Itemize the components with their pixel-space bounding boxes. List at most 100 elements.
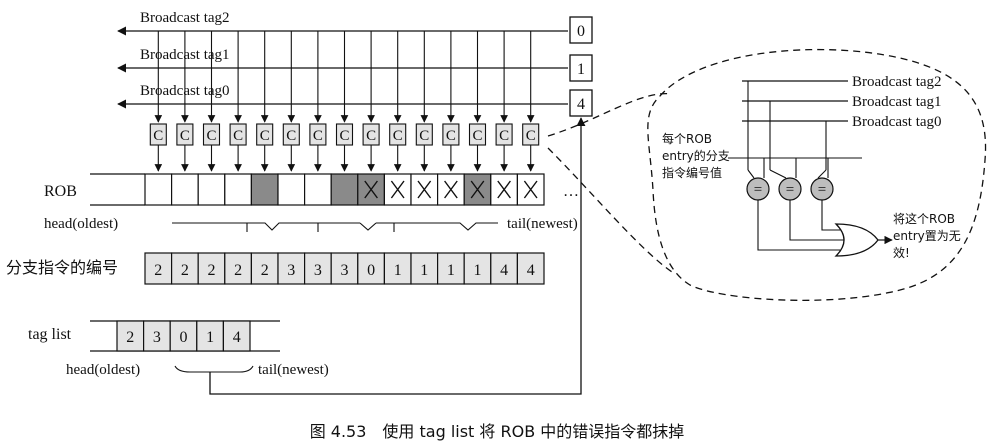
detail-tag0-label: Broadcast tag0 [852, 114, 942, 130]
zoom-callout [547, 48, 987, 301]
rob-braces [172, 222, 498, 232]
branch-id-cell [383, 252, 412, 285]
tag-list-tail-label: tail(newest) [258, 362, 329, 378]
broadcast-tag2-label: Broadcast tag2 [140, 10, 230, 26]
detail-tag1-label: Broadcast tag1 [852, 94, 942, 110]
branch-id-value: 3 [287, 262, 295, 279]
invalidated-mark [497, 180, 511, 199]
compare-label: C [313, 128, 323, 144]
tag-list-value: 3 [153, 329, 161, 346]
branch-id-cell [144, 252, 173, 285]
comparator-output-wire [757, 200, 840, 251]
compare-label: C [286, 128, 296, 144]
branch-id-cell [330, 252, 359, 285]
tag-list-head-label: head(oldest) [66, 362, 140, 378]
tag-list-cell [169, 320, 198, 352]
entry-text-line2: entry的分支 [662, 148, 730, 163]
branch-id-cell [516, 252, 545, 285]
compare-label: C [499, 128, 509, 144]
compare-label: C [260, 128, 270, 144]
detail-tap-to-comparator [769, 169, 787, 179]
tag-list-label: tag list [28, 326, 72, 343]
branch-id-value: 1 [447, 262, 455, 279]
figure-caption: 图 4.53 使用 tag list 将 ROB 中的错误指令都抹掉 [310, 422, 685, 441]
tag1-value: 1 [577, 61, 585, 78]
comparator-output-wire [821, 200, 840, 231]
invalidated-mark [364, 180, 378, 199]
or-gate [834, 223, 879, 257]
branch-id-value: 3 [341, 262, 349, 279]
tag-list-brace [174, 365, 254, 373]
compare-label: C [206, 128, 216, 144]
rob-entry [250, 173, 279, 206]
branch-id-value: 0 [367, 262, 375, 279]
rob-ellipsis: … [563, 183, 579, 200]
comparator-symbol: = [786, 182, 794, 198]
rob-entry [197, 173, 226, 206]
compare-label: C [153, 128, 163, 144]
rob-tail-label: tail(newest) [507, 216, 578, 232]
invalidated-mark [523, 180, 538, 199]
rob-entry [171, 173, 199, 206]
rob-entry [330, 173, 359, 206]
rob-label: ROB [44, 183, 77, 200]
tag-list-cell [222, 320, 251, 352]
compare-label: C [526, 128, 536, 144]
branch-id-value: 2 [181, 262, 189, 279]
comparator-output-wire [789, 200, 844, 241]
branch-id-label: 分支指令的编号 [6, 258, 118, 277]
output-text-line3: 效! [893, 245, 910, 260]
compare-label: C [339, 128, 349, 144]
branch-id-value: 1 [474, 262, 482, 279]
tag-list-value: 4 [233, 329, 241, 346]
comparator-symbol: = [754, 182, 762, 198]
tag-value-boxes [569, 16, 593, 117]
rob-entry [304, 173, 332, 206]
branch-id-value: 2 [154, 262, 162, 279]
rob-entry [144, 173, 173, 206]
rob-entry [437, 173, 465, 206]
tag0-value: 4 [577, 96, 585, 113]
branch-id-cell [277, 252, 306, 285]
tag-list-feedback-arrow [209, 117, 586, 395]
tag-list-value: 1 [206, 329, 214, 346]
branch-id-cell [197, 252, 226, 285]
compare-label: C [366, 128, 376, 144]
broadcast-lines [117, 26, 568, 109]
rob-entry [277, 173, 306, 206]
branch-id-value: 1 [420, 262, 428, 279]
compare-label: C [180, 128, 190, 144]
output-text-line2: entry置为无 [893, 229, 961, 243]
compare-label: C [446, 128, 456, 144]
compare-label: C [472, 128, 482, 144]
detail-tap-to-comparator [747, 169, 755, 179]
branch-id-value: 2 [234, 262, 242, 279]
tag-list-cell [116, 320, 145, 352]
branch-id-cell [357, 252, 385, 285]
branch-id-value: 2 [208, 262, 216, 279]
invalidated-mark [470, 180, 485, 199]
branch-id-value: 4 [500, 262, 508, 279]
branch-id-value: 1 [394, 262, 402, 279]
detail-circuit: = = = [728, 80, 893, 257]
invalidated-mark [417, 180, 432, 199]
compare-label: C [419, 128, 429, 144]
entry-text-line1: 每个ROB [662, 131, 712, 146]
tag-list-cell [143, 320, 171, 352]
compare-label: C [233, 128, 243, 144]
rob-row [90, 173, 545, 206]
detail-tap-to-comparator [817, 169, 827, 179]
branch-id-value: 4 [527, 262, 535, 279]
branch-id-cell [224, 252, 253, 285]
entry-text-line3: 指令编号值 [662, 165, 722, 180]
invalidated-mark [390, 180, 405, 199]
output-text-line1: 将这个ROB [893, 211, 955, 226]
rob-entry [224, 173, 253, 206]
comparator-symbol: = [818, 182, 826, 198]
branch-id-cell [463, 252, 492, 285]
branch-id-value: 2 [261, 262, 269, 279]
